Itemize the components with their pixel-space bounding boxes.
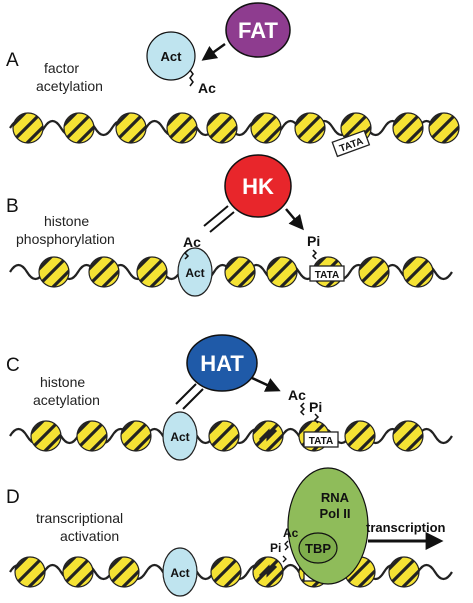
rna-pol-ii: [287, 467, 369, 585]
act-factor: Act: [177, 247, 213, 297]
nucleosome: [252, 556, 284, 588]
svg-text:Act: Act: [170, 430, 189, 444]
nucleosome: [88, 256, 120, 288]
nucleosome: [108, 556, 140, 588]
hat-arrow: [251, 376, 281, 392]
nucleosome: [294, 112, 326, 144]
ac-mark-d: Ac: [283, 526, 299, 540]
hk-link-2: [209, 211, 235, 233]
nucleosome: [392, 420, 424, 452]
ac-mark-b: Ac: [183, 234, 201, 250]
hat-link-2: [182, 388, 204, 410]
svg-text:TATA: TATA: [309, 436, 333, 447]
panel-c-caption-line1: histone: [40, 374, 85, 390]
nucleosome: [62, 556, 94, 588]
act-factor: Act: [162, 411, 198, 461]
panel-a-letter: A: [6, 50, 19, 71]
panel-b-letter: B: [6, 196, 19, 217]
panel-c-letter: C: [6, 355, 20, 376]
panel-c-label: C histone acetylation: [6, 355, 100, 408]
panel-d-factors: RNA Pol II TBP Ac Pi transcription: [270, 467, 446, 585]
svg-text:Act: Act: [170, 566, 189, 580]
pi-mark-d: Pi: [270, 541, 281, 555]
fat-label: FAT: [238, 18, 278, 43]
act-label-a: Act: [161, 49, 183, 64]
panel-a-label: A factor acetylation: [6, 50, 103, 94]
nucleosome: [344, 420, 376, 452]
ac-tail-c: [299, 402, 306, 416]
nucleosome: [115, 112, 147, 144]
nucleosome: [358, 256, 390, 288]
panel-a-caption-line1: factor: [44, 60, 79, 76]
nucleosome: [38, 256, 70, 288]
nucleosome: [392, 112, 424, 144]
nucleosome: [388, 556, 420, 588]
ac-tail-d: [284, 540, 289, 551]
nucleosome: [63, 112, 95, 144]
panel-a-factors: FAT Act Ac: [146, 2, 291, 96]
pi-tail-b: [311, 249, 318, 260]
dna-strand-a: TATA: [9, 112, 460, 158]
tata-box: TATA: [303, 431, 339, 448]
nucleosome: [120, 420, 152, 452]
nucleosome: [250, 112, 282, 144]
svg-text:TATA: TATA: [315, 270, 339, 281]
dna-strand-b: Act TATA: [9, 247, 453, 297]
nucleosome: [210, 556, 242, 588]
panel-d-caption-line2: activation: [60, 528, 119, 544]
pi-mark-b: Pi: [307, 233, 320, 249]
pol-label-line1: RNA: [321, 490, 350, 505]
panel-a-caption-line2: acetylation: [36, 78, 103, 94]
nucleosome: [224, 256, 256, 288]
nucleosome: [76, 420, 108, 452]
panel-c-factors: HAT Ac Pi: [175, 334, 322, 424]
nucleosome: [402, 256, 434, 288]
hat-link-1: [175, 383, 197, 405]
ac-mark-c: Ac: [288, 387, 306, 403]
pi-mark-c: Pi: [309, 399, 322, 415]
tbp-label: TBP: [305, 541, 331, 556]
tbp-factor: [298, 532, 338, 564]
ac-mark-a: Ac: [198, 80, 216, 96]
panel-b-label: B histone phosphorylation: [6, 196, 115, 247]
nucleosome: [208, 420, 240, 452]
hk-label: HK: [242, 174, 274, 199]
tata-box: TATA: [309, 265, 345, 282]
nucleosome: [206, 112, 238, 144]
ac-tail-a: [189, 69, 194, 87]
dna-strand-c: Act TATA: [9, 411, 453, 461]
nucleosome: [266, 256, 298, 288]
hat-enzyme: [186, 334, 258, 392]
hk-arrow: [285, 208, 304, 231]
transcription-label: transcription: [366, 520, 446, 535]
panel-c-caption-line2: acetylation: [33, 392, 100, 408]
hk-enzyme: [224, 154, 292, 218]
act-factor-a: [146, 31, 196, 81]
panel-d-label: D transcriptional activation: [6, 487, 123, 544]
hat-label: HAT: [200, 351, 244, 376]
act-factor: Act: [162, 547, 198, 597]
fat-arrow: [201, 42, 226, 61]
panel-b-factors: HK Ac Pi: [183, 154, 320, 260]
pi-tail-d: [282, 555, 287, 563]
panel-b-caption-line2: phosphorylation: [16, 231, 115, 247]
panel-d-letter: D: [6, 487, 20, 508]
ac-tail-b: [183, 249, 190, 260]
panel-b-caption-line1: histone: [44, 213, 89, 229]
fat-enzyme: [225, 2, 291, 58]
hk-link-1: [203, 205, 229, 227]
nucleosome: [12, 112, 44, 144]
panel-d-caption-line1: transcriptional: [36, 510, 123, 526]
pi-tail-c: [313, 413, 320, 424]
pol-label-line2: Pol II: [319, 506, 350, 521]
nucleosome: [136, 256, 168, 288]
svg-text:Act: Act: [185, 266, 204, 280]
